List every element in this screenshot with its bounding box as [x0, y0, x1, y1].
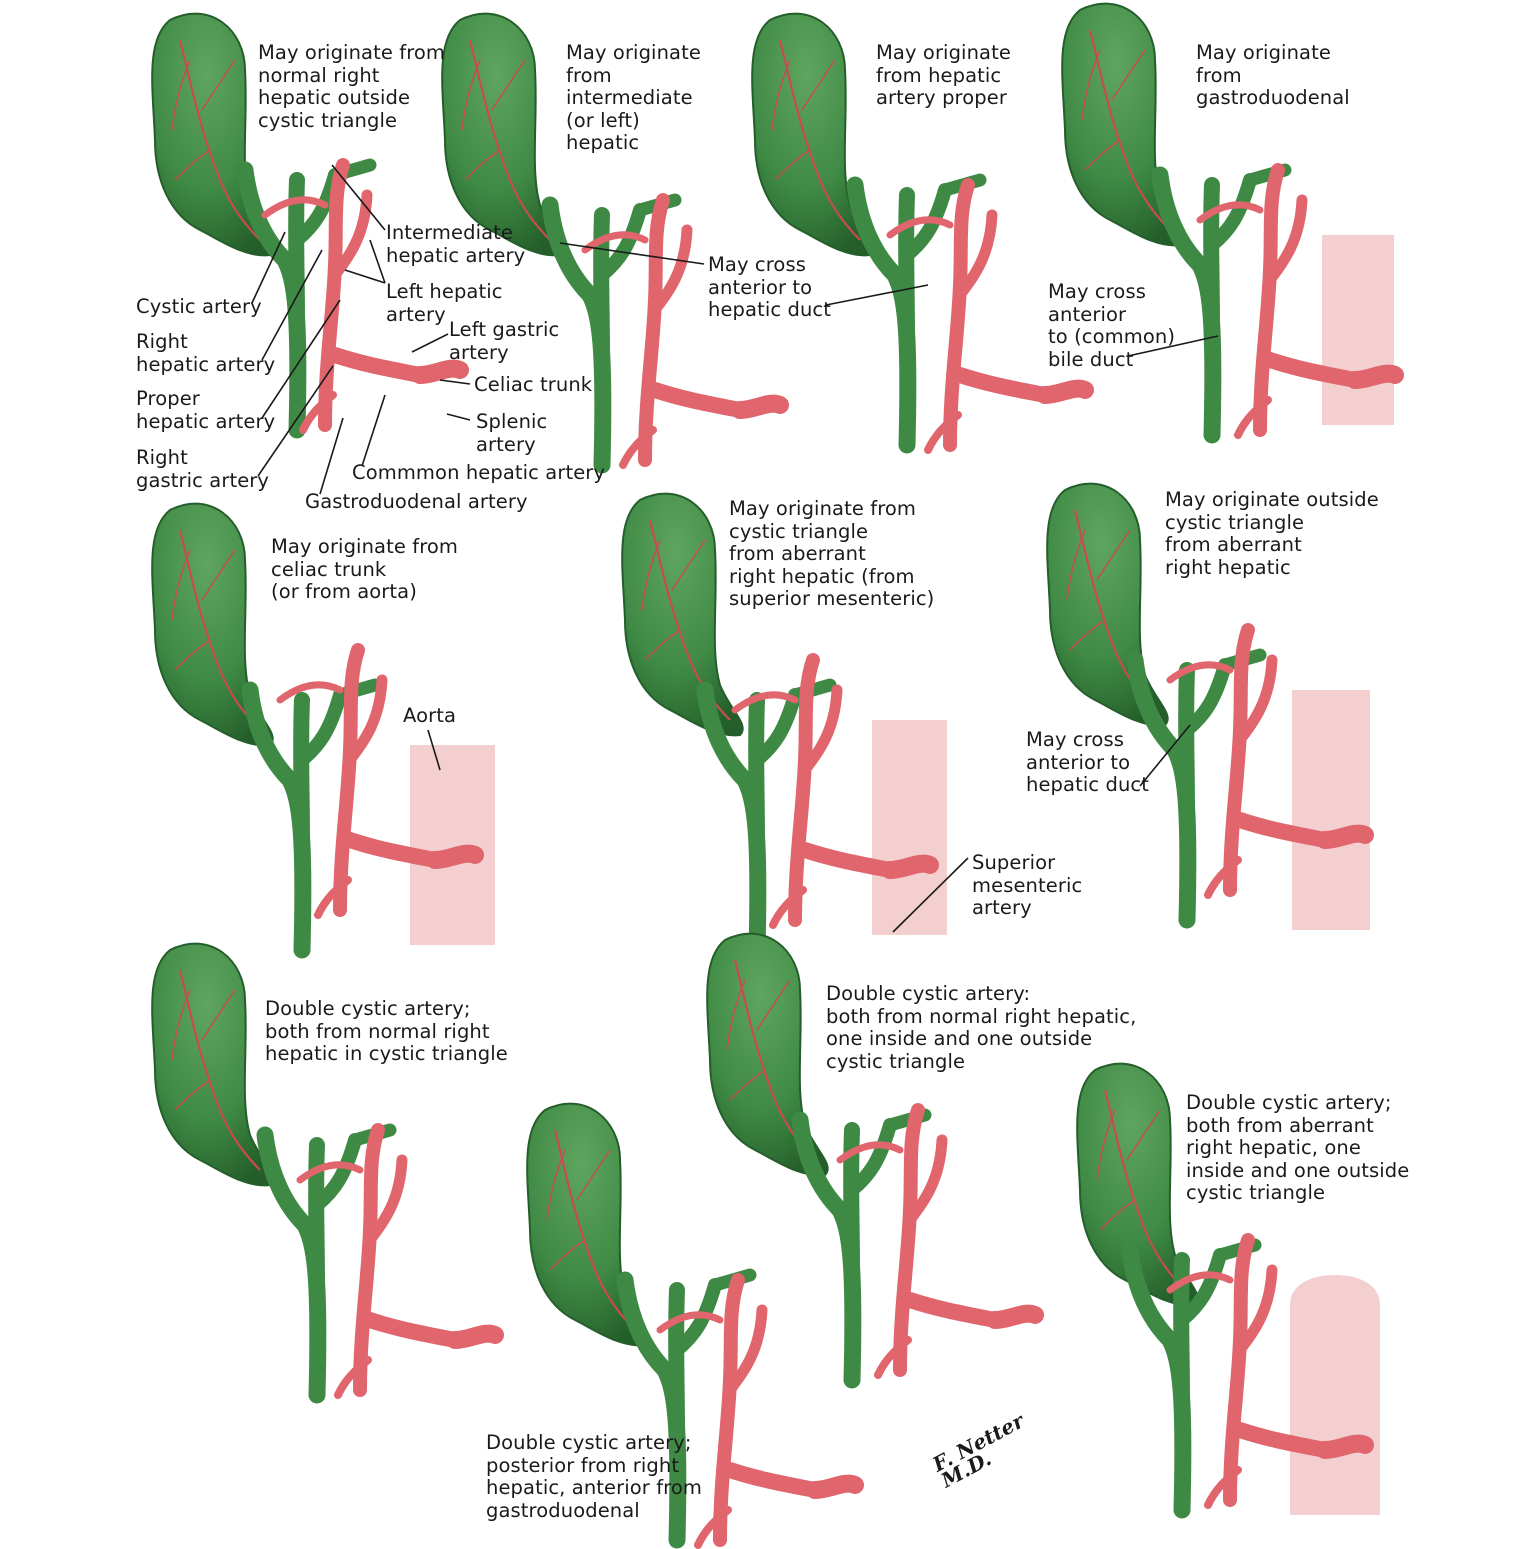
- panel-9-caption: Double cystic artery: both from normal r…: [826, 982, 1137, 1073]
- panel-11-caption: Double cystic artery; both from aberrant…: [1186, 1091, 1410, 1204]
- label-left-gastric-artery: Left gastric artery: [449, 318, 560, 364]
- panel-6-illustration: [621, 492, 947, 950]
- panel-1-leader-lines: [251, 164, 471, 495]
- panel-4-caption: May originate from gastroduodenal: [1196, 41, 1350, 109]
- panel-5-illustration: [151, 502, 495, 950]
- panel-10-caption: Double cystic artery; posterior from rig…: [486, 1431, 702, 1522]
- label-intermediate-hepatic-artery: Intermediate hepatic artery: [386, 221, 526, 267]
- panel-6-caption: May originate from cystic triangle from …: [729, 497, 935, 610]
- label-right-gastric-artery: Right gastric artery: [136, 446, 270, 492]
- label-proper-hepatic-artery: Proper hepatic artery: [136, 387, 276, 433]
- panel-7-caption: May originate outside cystic triangle fr…: [1165, 488, 1379, 579]
- other-leader-lines: [427, 242, 1219, 933]
- label-gastroduodenal-artery: Gastroduodenal artery: [305, 490, 528, 513]
- panel-5-caption: May originate from celiac trunk (or from…: [271, 535, 459, 603]
- label-celiac-trunk: Celiac trunk: [474, 373, 593, 396]
- label-left-hepatic-artery: Left hepatic artery: [386, 280, 503, 326]
- panel-7-illustration: [1046, 482, 1370, 930]
- panel-4-note: May cross anterior to (common) bile duct: [1048, 280, 1176, 371]
- panel-3-caption: May originate from hepatic artery proper: [876, 41, 1011, 109]
- panel-11-illustration: [1076, 1062, 1380, 1515]
- panel-4-illustration: [1061, 2, 1395, 435]
- panel-7-note: May cross anterior to hepatic duct: [1026, 728, 1149, 796]
- panel-2-caption: May originate from intermediate (or left…: [566, 41, 701, 154]
- panel-8-caption: Double cystic artery; both from normal r…: [265, 997, 508, 1065]
- panel-1-caption: May originate from normal right hepatic …: [258, 41, 446, 132]
- label-splenic-artery: Splenic artery: [476, 410, 548, 456]
- panel-3-note: May cross anterior to hepatic duct: [708, 253, 831, 321]
- label-aorta: Aorta: [403, 704, 457, 727]
- label-right-hepatic-artery: Right hepatic artery: [136, 330, 276, 376]
- label-common-hepatic-artery: Commmon hepatic artery: [352, 461, 606, 484]
- label-cystic-artery: Cystic artery: [136, 295, 262, 318]
- label-superior-mesenteric-artery: Superior mesenteric artery: [972, 851, 1083, 919]
